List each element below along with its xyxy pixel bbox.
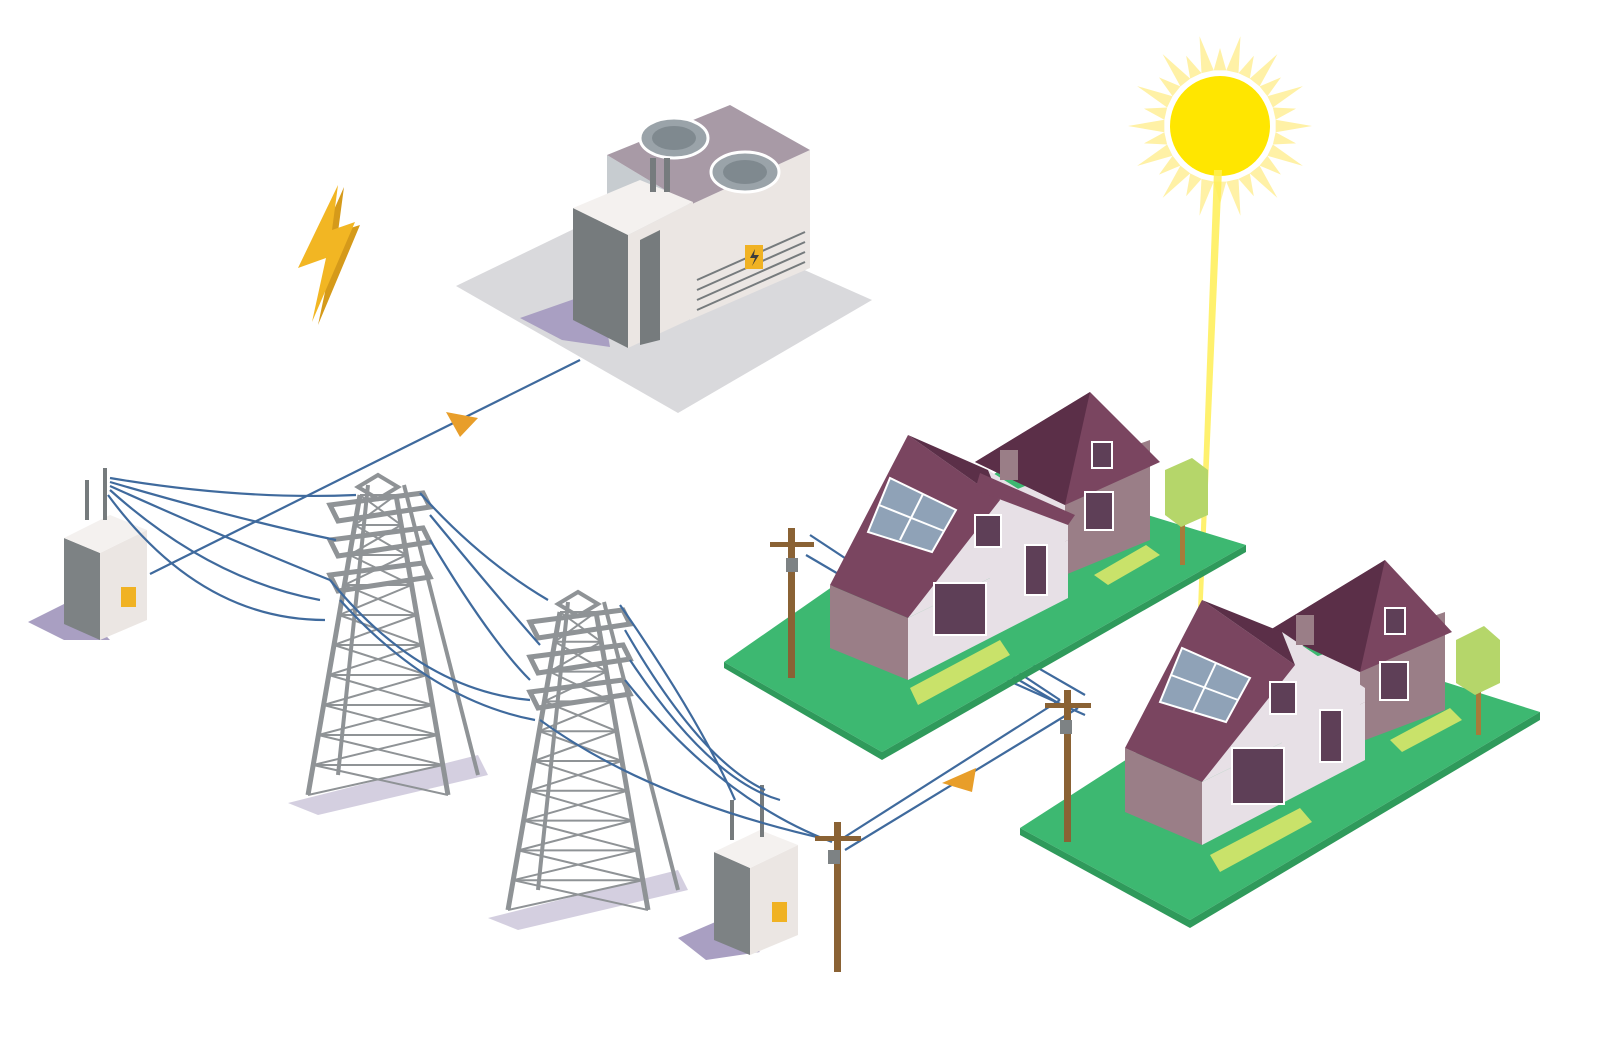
tower-beam bbox=[354, 494, 397, 526]
transformer-left bbox=[28, 468, 147, 640]
tower-beam bbox=[323, 704, 438, 736]
tower-arm bbox=[526, 607, 634, 641]
sun-ray bbox=[1199, 178, 1214, 216]
tower-beam bbox=[528, 760, 623, 792]
sun-ray bbox=[1143, 132, 1168, 145]
sun-ray bbox=[1238, 173, 1254, 197]
tower-beam bbox=[328, 644, 423, 676]
tower-beam bbox=[528, 789, 633, 822]
tower-beam bbox=[533, 760, 628, 792]
sun-ray bbox=[1267, 144, 1303, 166]
transmission-tower-1 bbox=[288, 472, 488, 815]
sun-ray bbox=[1249, 54, 1278, 87]
sun-ray bbox=[1137, 144, 1173, 166]
sun-icon bbox=[1128, 36, 1312, 216]
tower-beam bbox=[507, 879, 644, 911]
sun-beam bbox=[1196, 170, 1222, 665]
sun-ray bbox=[1238, 55, 1254, 79]
tower-beam bbox=[354, 524, 407, 556]
power-station bbox=[456, 105, 872, 413]
tower-shadow bbox=[288, 755, 488, 815]
sun-ray bbox=[1199, 36, 1214, 74]
utility-pole-1 bbox=[770, 528, 814, 678]
solar-panel bbox=[1158, 646, 1252, 724]
tree bbox=[1456, 626, 1500, 735]
tower-beam bbox=[533, 730, 618, 762]
sun-ray bbox=[1159, 155, 1181, 175]
tree bbox=[1165, 458, 1208, 565]
tower-arm bbox=[526, 677, 634, 711]
warning-sign-icon bbox=[121, 587, 136, 607]
transmission-tower-2 bbox=[488, 589, 688, 930]
sun-ray bbox=[1162, 165, 1191, 198]
tower-beam bbox=[323, 674, 428, 706]
tower-beam bbox=[602, 601, 680, 891]
tower-beam bbox=[307, 764, 444, 796]
tower-beam bbox=[338, 584, 412, 616]
tower-beam bbox=[512, 879, 649, 911]
utility-pole-2 bbox=[1045, 690, 1091, 842]
sun-ray bbox=[1226, 36, 1241, 74]
warning-sign-icon bbox=[772, 902, 787, 922]
sun-ray bbox=[1137, 86, 1173, 108]
tower-beam bbox=[518, 819, 633, 852]
tower-beam bbox=[312, 764, 449, 796]
tower-beam bbox=[312, 734, 438, 766]
sun-ray bbox=[1275, 119, 1312, 133]
utility-pole-3 bbox=[815, 822, 861, 972]
solar-panel bbox=[866, 476, 958, 554]
tower-cap bbox=[554, 589, 602, 619]
sun-ray bbox=[1259, 155, 1281, 175]
sun-ray bbox=[1226, 178, 1241, 216]
tower-cap bbox=[354, 472, 402, 502]
sun-ray bbox=[1267, 86, 1303, 108]
tower-beam bbox=[338, 614, 423, 646]
tower-beam bbox=[333, 644, 428, 676]
house-upper bbox=[724, 392, 1246, 760]
sun-ray bbox=[1143, 107, 1168, 120]
tower-arm bbox=[526, 642, 634, 676]
tower-beam bbox=[523, 789, 628, 822]
tower-beam bbox=[536, 601, 570, 891]
tower-shadow bbox=[488, 870, 688, 930]
sun-ray bbox=[1272, 132, 1297, 145]
sun-ray bbox=[1249, 165, 1278, 198]
flow-arrow-icon bbox=[942, 768, 976, 792]
tower-beam bbox=[554, 640, 607, 673]
sun-ray bbox=[1272, 107, 1297, 120]
tower-beam bbox=[318, 734, 444, 766]
tower-beam bbox=[333, 614, 418, 646]
warning-sign-icon bbox=[745, 245, 763, 269]
flow-arrow-icon bbox=[446, 412, 478, 437]
tower-beam bbox=[318, 704, 433, 736]
tower-beam bbox=[512, 849, 638, 882]
sun-ray bbox=[1162, 54, 1191, 87]
tower-beam bbox=[518, 849, 644, 882]
sun-ray bbox=[1186, 55, 1202, 79]
tower-beam bbox=[328, 674, 433, 706]
tower-beam bbox=[402, 484, 480, 776]
tower-arm bbox=[326, 490, 434, 524]
station-building bbox=[573, 158, 693, 348]
sun-ray bbox=[1128, 119, 1165, 133]
sun-ray bbox=[1259, 77, 1281, 97]
lightning-bolt-icon bbox=[298, 185, 360, 325]
sun-ray bbox=[1159, 77, 1181, 97]
transformer-right bbox=[678, 785, 798, 960]
house-lower bbox=[1020, 560, 1540, 928]
tower-beam bbox=[523, 819, 638, 852]
sun-ray bbox=[1186, 173, 1202, 197]
sun-ray bbox=[1213, 48, 1227, 71]
tower-beam bbox=[538, 700, 612, 733]
